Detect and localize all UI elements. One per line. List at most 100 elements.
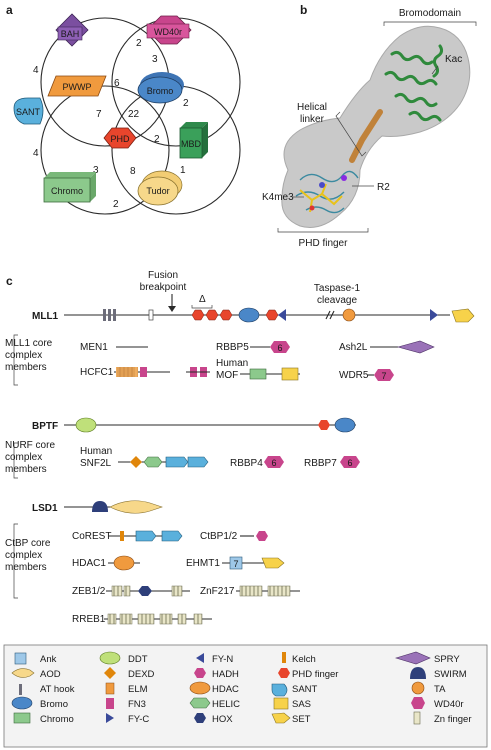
legend-hadh: HADH xyxy=(212,669,239,680)
ehmt1-label: EHMT1 xyxy=(186,558,220,569)
fusion-label-2: breakpoint xyxy=(140,282,187,293)
svg-text:complex: complex xyxy=(5,452,42,463)
swirm-icon xyxy=(410,667,426,679)
mll1-group-label: MLL1 core complex members xyxy=(5,338,53,373)
svg-text:SANT: SANT xyxy=(16,107,41,117)
ehmt1-protein: 7 xyxy=(222,556,285,570)
dexd-icon xyxy=(104,667,116,679)
svg-text:BAH: BAH xyxy=(61,29,80,39)
fusion-label-1: Fusion xyxy=(148,270,178,281)
fn3-icon xyxy=(106,698,114,709)
zeb12-protein xyxy=(106,585,190,597)
wd40r-node: WD40r xyxy=(146,15,192,45)
svg-text:members: members xyxy=(5,562,47,573)
bromodomain-bracket xyxy=(383,21,477,26)
lsd1-protein xyxy=(64,500,163,514)
ank-icon xyxy=(14,652,27,665)
human-snf2l-label-1: Human xyxy=(80,446,112,457)
helic-icon xyxy=(189,697,211,709)
panel-c-label: c xyxy=(6,274,13,288)
bptf-label: BPTF xyxy=(32,421,58,432)
lsd1-label: LSD1 xyxy=(32,503,58,514)
fy-c-icon xyxy=(106,713,114,723)
rbbp7-label: RBBP7 xyxy=(304,458,337,469)
svg-text:complex: complex xyxy=(5,550,42,561)
bromodomain-label: Bromodomain xyxy=(399,8,461,19)
legend-aod: AOD xyxy=(40,669,61,680)
aod-icon xyxy=(11,668,35,678)
legend-phd-finger: PHD finger xyxy=(292,669,338,680)
rbbp5-protein: 6 xyxy=(250,341,290,353)
r2-label: R2 xyxy=(377,182,390,193)
nurf-group-bracket xyxy=(13,442,18,479)
legend-bromo: Bromo xyxy=(40,699,68,710)
ash2l-protein xyxy=(370,340,435,354)
legend: Ank AOD AT hook Bromo Chromo DDT DEXD EL… xyxy=(11,651,472,725)
kac-label: Kac xyxy=(445,54,462,65)
hdac-icon xyxy=(189,681,211,695)
kac-pointer xyxy=(431,65,439,75)
hox-icon xyxy=(194,713,206,723)
edge-mbd-tudor: 1 xyxy=(180,165,186,176)
delta-label: Δ xyxy=(199,294,206,305)
hcfc1-label: HCFC1 xyxy=(80,367,114,378)
phd-finger-label: PHD finger xyxy=(299,238,349,249)
ctbp12-protein xyxy=(240,531,268,541)
bromo-node: Bromo xyxy=(137,72,184,104)
mll1-label: MLL1 xyxy=(32,311,59,322)
svg-text:Tudor: Tudor xyxy=(146,186,169,196)
legend-ddt: DDT xyxy=(128,654,148,665)
znf217-protein xyxy=(236,585,300,597)
ddt-icon xyxy=(99,651,121,665)
legend-chromo: Chromo xyxy=(40,714,74,725)
ash2l-label: Ash2L xyxy=(339,342,368,353)
legend-kelch: Kelch xyxy=(292,654,316,665)
hadh-icon xyxy=(194,668,206,678)
legend-box xyxy=(3,644,488,748)
rbbp7-protein: 6 xyxy=(340,456,360,468)
legend-ta: TA xyxy=(434,684,446,695)
rbbp4-label: RBBP4 xyxy=(230,458,263,469)
svg-text:Bromo: Bromo xyxy=(147,86,174,96)
legend-fy-n: FY-N xyxy=(212,654,233,665)
rreb1-protein xyxy=(104,613,212,625)
znf217-label: ZnF217 xyxy=(200,586,235,597)
legend-hdac: HDAC xyxy=(212,684,239,695)
chromo-icon xyxy=(13,712,31,724)
at-hook-icon xyxy=(19,684,22,695)
phd-finger-bracket xyxy=(277,228,369,233)
human-snf2l-label-2: SNF2L xyxy=(80,458,112,469)
human-mof-label-1: Human xyxy=(216,358,248,369)
legend-hox: HOX xyxy=(212,714,233,725)
bromo-icon xyxy=(11,696,33,710)
tudor-node: Tudor xyxy=(137,170,183,206)
domain-network: 2 4 3 6 7 22 2 2 4 3 8 1 2 BAH WD40r xyxy=(13,13,241,215)
legend-wd40r: WD40r xyxy=(434,699,464,710)
rreb1-label: RREB1 xyxy=(72,614,106,625)
phd-node: PHD xyxy=(103,127,137,149)
corest-protein xyxy=(108,530,183,542)
taspase-label-1: Taspase-1 xyxy=(314,283,361,294)
chromo-node: Chromo xyxy=(43,172,96,203)
zn-finger-icon xyxy=(413,711,421,725)
ctbp-group-bracket xyxy=(13,523,18,599)
legend-sant: SANT xyxy=(292,684,318,695)
edge-wd40r-bromo: 3 xyxy=(152,54,158,65)
sant-node: SANT xyxy=(13,97,44,125)
svg-text:PWWP: PWWP xyxy=(63,82,92,92)
svg-text:members: members xyxy=(5,464,47,475)
edge-phd-chromo: 3 xyxy=(93,165,99,176)
bptf-protein xyxy=(64,417,356,433)
legend-sas: SAS xyxy=(292,699,311,710)
set-icon xyxy=(271,712,291,724)
legend-spry: SPRY xyxy=(434,654,460,665)
edge-bromo-mbd: 2 xyxy=(183,98,189,109)
helical-linker-label-2: linker xyxy=(300,114,325,125)
fy-n-icon xyxy=(196,653,204,663)
legend-zn-finger: Zn finger xyxy=(434,714,472,725)
pwwp-node: PWWP xyxy=(47,75,107,97)
wdr5-protein: 7 xyxy=(368,369,394,381)
edge-bah-sant: 4 xyxy=(33,65,39,76)
delta-bracket xyxy=(191,305,213,309)
